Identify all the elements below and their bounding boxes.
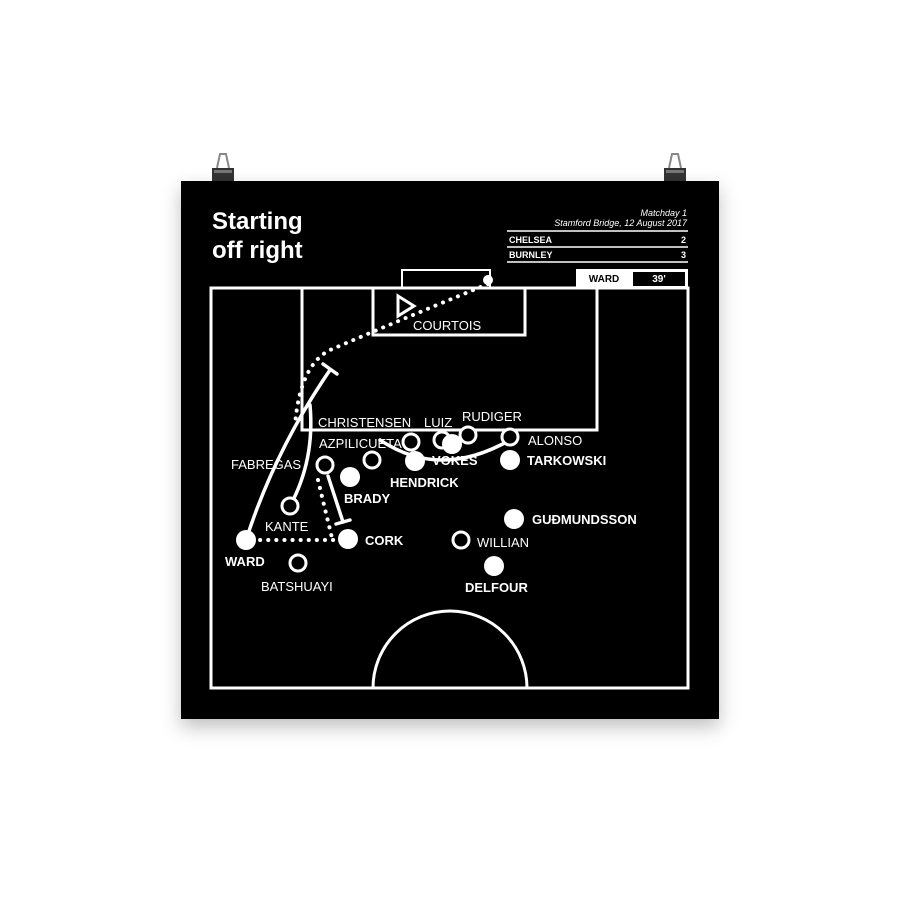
label-tarkowski: TARKOWSKI (527, 453, 606, 468)
label-brady: BRADY (344, 491, 391, 506)
goal-minute: 39' (652, 274, 666, 285)
label-delfour: DELFOUR (465, 580, 528, 595)
label-azpilicueta: AZPILICUETA (319, 436, 402, 451)
pass-lines (250, 282, 490, 542)
title-line-1: Starting (212, 208, 303, 235)
binder-clip-left-icon (208, 150, 238, 190)
label-hendrick: HENDRICK (390, 475, 459, 490)
pitch-lines (209, 269, 690, 690)
movement-lines (244, 362, 512, 542)
chelsea-players (280, 293, 520, 573)
binder-clip-right-icon (660, 150, 690, 190)
label-kante: KANTE (265, 519, 309, 534)
team-away-name: BURNLEY (509, 250, 553, 260)
label-luiz: LUIZ (424, 415, 452, 430)
team-home-score: 2 (681, 235, 686, 245)
poster: Starting off right Matchday 1 Stamford B… (181, 181, 719, 719)
label-courtois: COURTOIS (413, 318, 481, 333)
label-alonso: ALONSO (528, 433, 582, 448)
label-cork: CORK (365, 533, 404, 548)
label-fabregas: FABREGAS (231, 457, 301, 472)
label-willian: WILLIAN (477, 535, 529, 550)
team-home-name: CHELSEA (509, 235, 553, 245)
label-ward: WARD (225, 554, 265, 569)
title-line-2: off right (212, 237, 303, 264)
pitch-diagram: Starting off right Matchday 1 Stamford B… (209, 208, 690, 690)
team-away-score: 3 (681, 250, 686, 260)
label-vokes: VOKES (432, 453, 478, 468)
label-rudiger: RUDIGER (462, 409, 522, 424)
label-batshuayi: BATSHUAYI (261, 579, 333, 594)
ball-icon (483, 275, 493, 285)
label-gudmundsson: GUÐMUNDSSON (532, 512, 637, 527)
courtois-marker (396, 293, 417, 319)
matchday: Matchday 1 (640, 208, 687, 218)
label-christensen: CHRISTENSEN (318, 415, 411, 430)
goal-scorer: WARD (589, 274, 620, 285)
burnley-players (236, 434, 524, 576)
venue-date: Stamford Bridge, 12 August 2017 (554, 218, 688, 228)
